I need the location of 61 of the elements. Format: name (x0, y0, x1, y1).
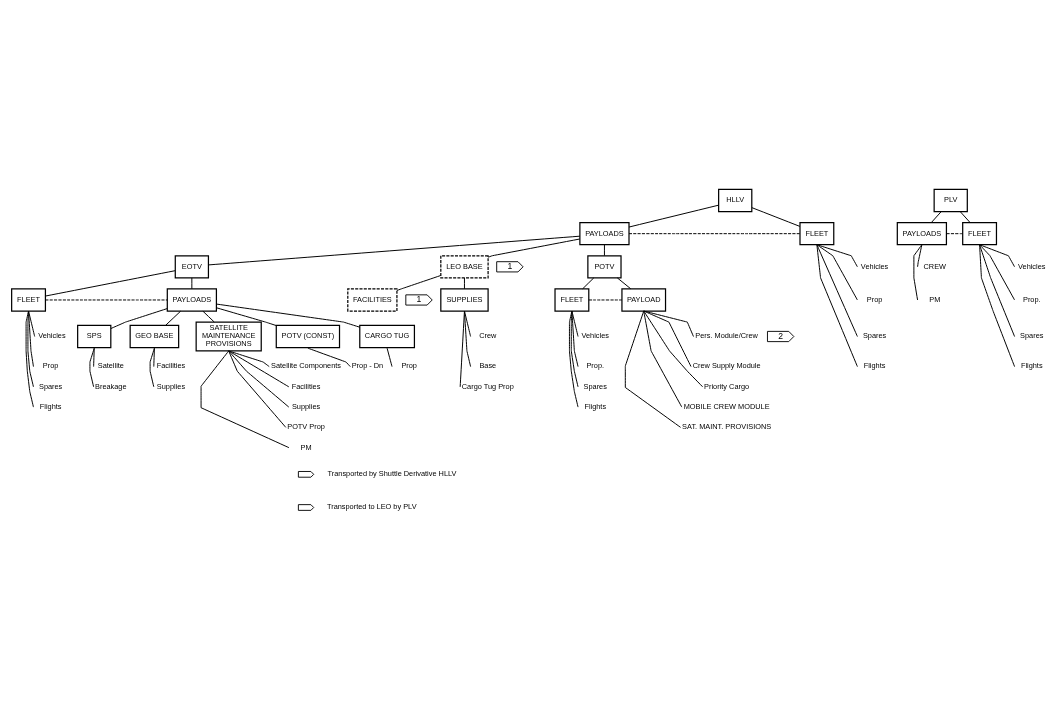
connector (307, 347, 351, 368)
node-label: 2 (778, 330, 784, 341)
connector (386, 347, 393, 368)
connector (816, 244, 858, 301)
connector (979, 244, 1016, 368)
connector (45, 299, 168, 301)
connector (628, 233, 801, 235)
connector (624, 310, 682, 428)
connector (45, 270, 176, 297)
connector (582, 277, 595, 290)
connector (216, 307, 277, 327)
connector (149, 347, 155, 388)
connector (228, 350, 290, 388)
connector (208, 235, 581, 266)
connector (570, 310, 579, 388)
connector (153, 347, 155, 368)
connector (816, 244, 858, 337)
connector (93, 347, 95, 368)
connector (643, 310, 692, 368)
connector (25, 310, 34, 408)
connector (228, 350, 290, 408)
connector (27, 310, 34, 388)
connector (228, 350, 287, 428)
connector (979, 244, 1016, 301)
connector (463, 310, 472, 368)
connector (588, 299, 623, 301)
connector (202, 310, 215, 323)
connector (930, 211, 942, 223)
connector (917, 244, 923, 268)
connector (616, 277, 632, 290)
connector (959, 211, 971, 223)
connector (165, 310, 182, 326)
connector (913, 244, 923, 301)
connector (28, 310, 36, 337)
connector (603, 244, 605, 257)
connector (628, 204, 719, 228)
connector (571, 310, 579, 368)
node-label: 1 (507, 261, 513, 272)
connector (568, 310, 579, 408)
connector (228, 350, 270, 368)
connector (216, 303, 361, 328)
connector (643, 310, 694, 337)
connector (89, 347, 95, 388)
connector (979, 244, 1016, 268)
connector (816, 244, 858, 368)
connector (643, 310, 704, 388)
connector (463, 277, 465, 290)
connector (751, 207, 801, 227)
connector (200, 350, 290, 449)
connector (643, 310, 683, 408)
connector (979, 244, 1016, 337)
node-label: 1 (416, 294, 422, 305)
connector (946, 233, 963, 235)
connector (396, 275, 442, 291)
connector (816, 244, 858, 268)
connector (28, 310, 34, 368)
connector (487, 238, 581, 258)
connector (110, 308, 168, 329)
connector (463, 310, 472, 337)
connector (459, 310, 465, 388)
connector (191, 277, 193, 290)
